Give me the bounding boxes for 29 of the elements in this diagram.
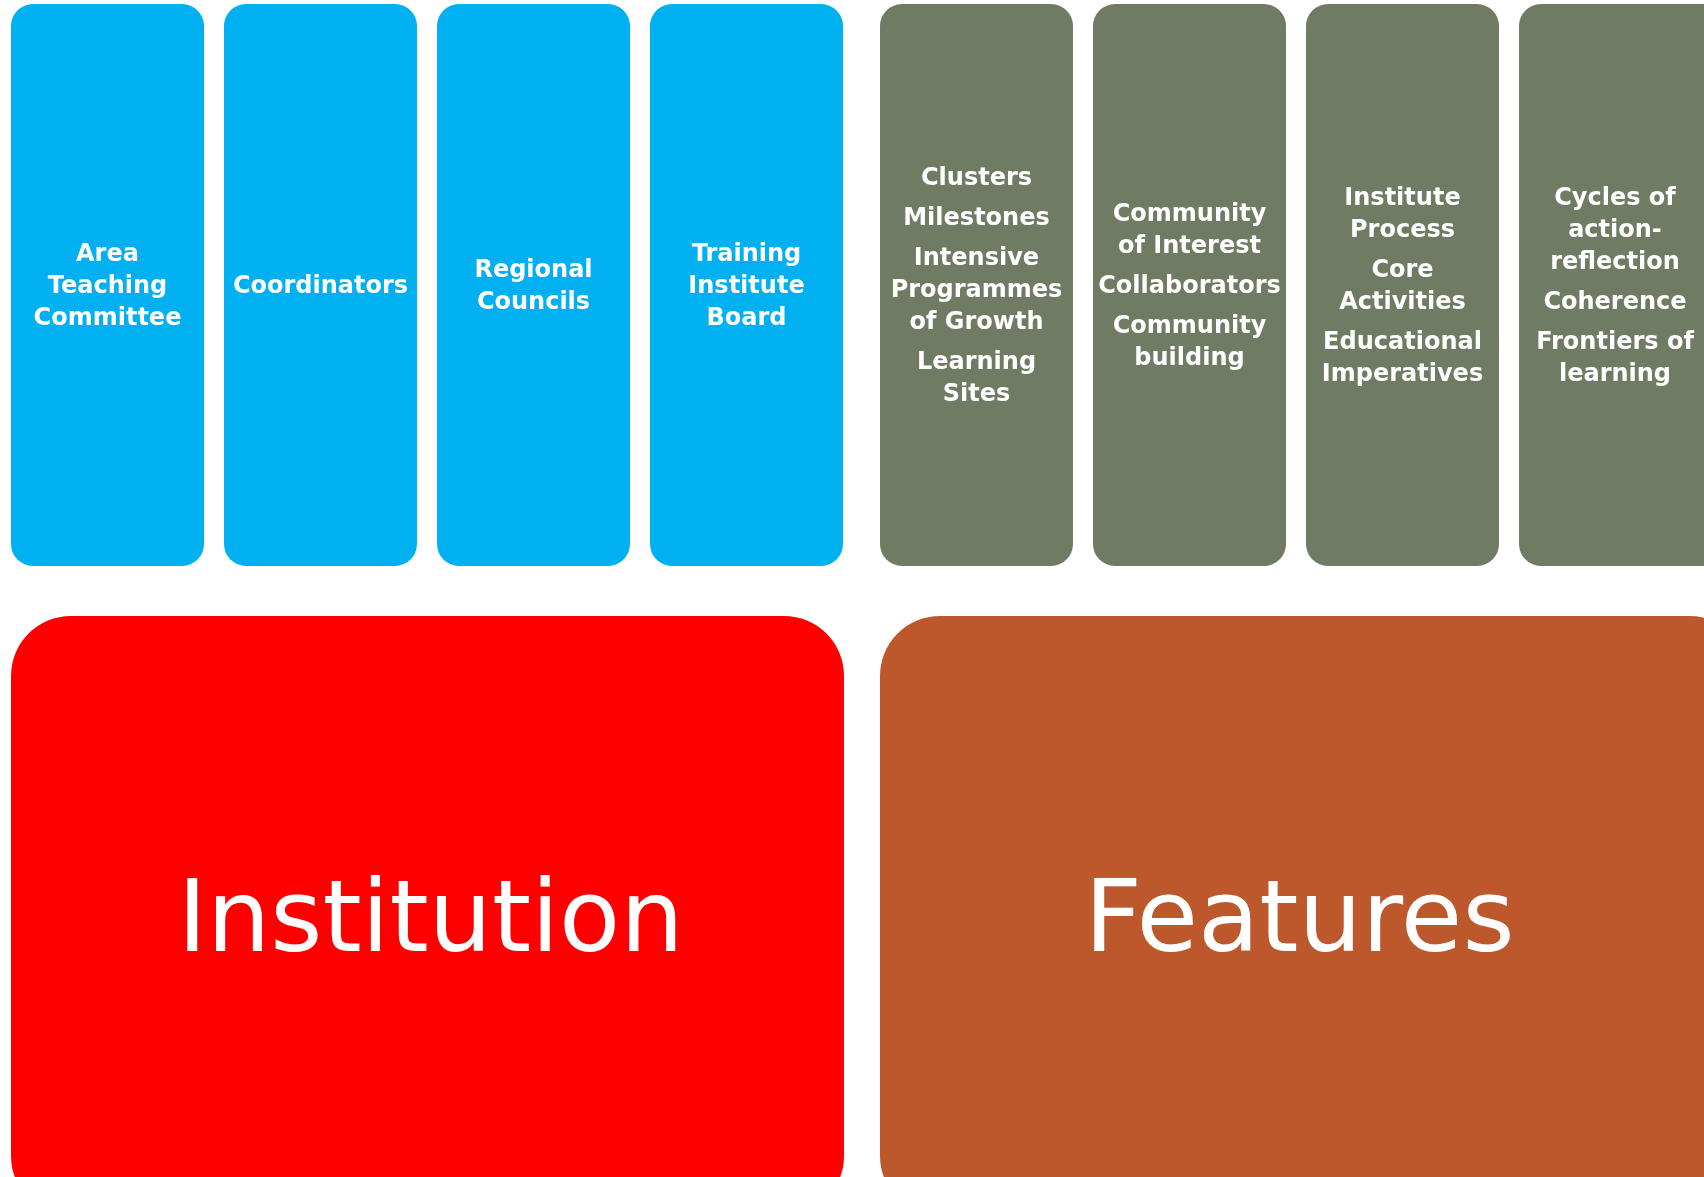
category-panel bbox=[880, 616, 1704, 1177]
topic-text: Coherence bbox=[1543, 286, 1687, 317]
topic-card bbox=[224, 4, 417, 566]
topic-text: Milestones bbox=[903, 202, 1050, 233]
topic-text: Clusters bbox=[920, 162, 1033, 193]
topic-card bbox=[880, 4, 1073, 566]
panel-title: Features bbox=[1084, 857, 1515, 975]
topic-text: Cycles of action-reflection bbox=[1549, 182, 1681, 277]
topic-text: Intensive Programmes of Growth bbox=[889, 242, 1064, 337]
topic-text: Community building bbox=[1111, 310, 1268, 373]
category-panel bbox=[11, 616, 844, 1177]
topic-text: Training Institute Board bbox=[687, 238, 806, 333]
topic-text: Regional Councils bbox=[473, 254, 594, 317]
topic-text: Frontiers of learning bbox=[1535, 326, 1696, 389]
topic-text: Educational Imperatives bbox=[1320, 326, 1485, 389]
topic-card bbox=[1306, 4, 1499, 566]
topic-card bbox=[437, 4, 630, 566]
topic-text: Coordinators bbox=[232, 270, 409, 301]
topic-card bbox=[1093, 4, 1286, 566]
panel-title: Institution bbox=[177, 857, 684, 975]
topic-text: Area Teaching Committee bbox=[32, 238, 183, 333]
topic-text: Core Activities bbox=[1338, 254, 1467, 317]
topic-text: Learning Sites bbox=[915, 346, 1038, 409]
topic-text: Institute Process bbox=[1343, 182, 1462, 245]
topic-card bbox=[1519, 4, 1704, 566]
topic-card bbox=[11, 4, 204, 566]
topic-text: Collaborators bbox=[1098, 270, 1281, 301]
topic-card bbox=[650, 4, 843, 566]
topic-text: Community of Interest bbox=[1111, 198, 1268, 261]
